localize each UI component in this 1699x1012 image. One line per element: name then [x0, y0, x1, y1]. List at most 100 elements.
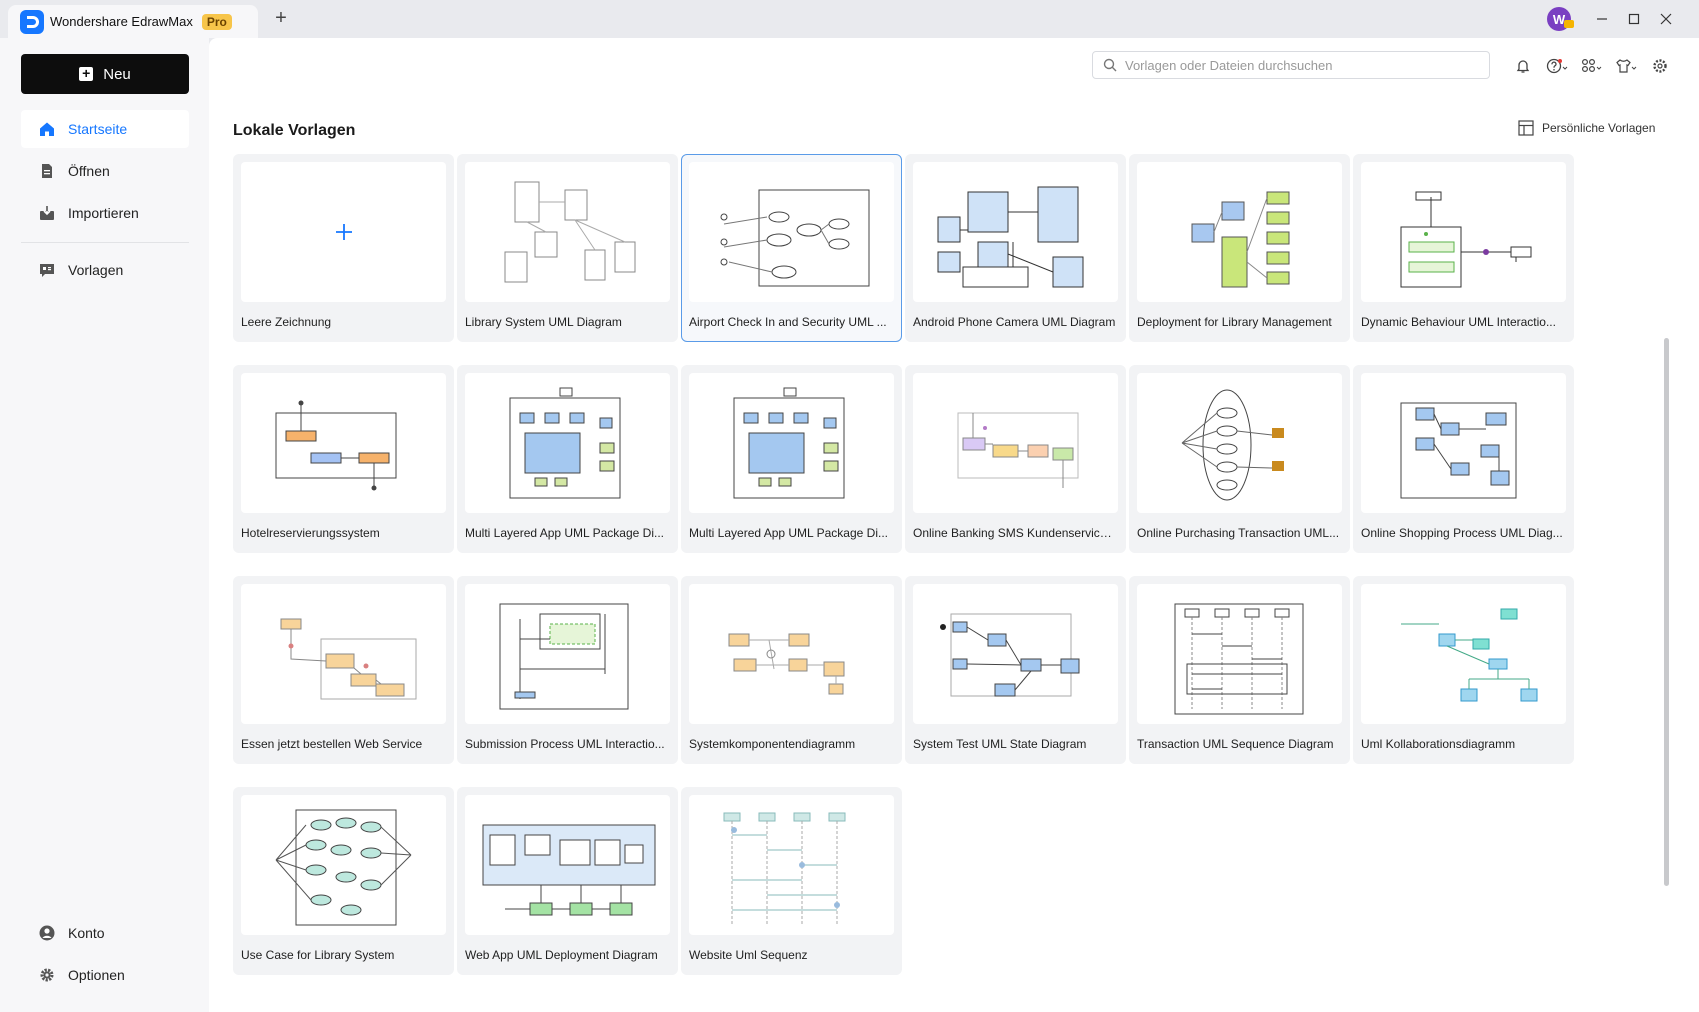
template-card[interactable]: Website Uml Sequenz	[681, 787, 902, 975]
bell-icon	[1516, 60, 1530, 73]
template-card-title: Android Phone Camera UML Diagram	[913, 315, 1116, 329]
template-thumbnail	[689, 373, 894, 513]
personal-templates-link[interactable]: Persönliche Vorlagen	[1518, 120, 1655, 136]
template-thumbnail	[1137, 584, 1342, 724]
template-card[interactable]: Library System UML Diagram	[457, 154, 678, 342]
minimize-button[interactable]	[1592, 9, 1612, 29]
template-card[interactable]: System Test UML State Diagram	[905, 576, 1126, 764]
new-button[interactable]: + Neu	[21, 54, 189, 94]
blank-drawing-card[interactable]: Leere Zeichnung	[233, 154, 454, 342]
template-card-title: Online Shopping Process UML Diag...	[1361, 526, 1563, 540]
template-card[interactable]: Online Shopping Process UML Diag...	[1353, 365, 1574, 553]
template-card-title: Use Case for Library System	[241, 948, 395, 962]
template-card[interactable]: Transaction UML Sequence Diagram	[1129, 576, 1350, 764]
file-icon	[39, 163, 55, 179]
template-card[interactable]: Use Case for Library System	[233, 787, 454, 975]
template-card[interactable]: Deployment for Library Management	[1129, 154, 1350, 342]
template-thumbnail	[913, 584, 1118, 724]
template-card[interactable]: Submission Process UML Interactio...	[457, 576, 678, 764]
template-thumbnail	[1361, 162, 1566, 302]
pro-badge: Pro	[201, 13, 232, 30]
template-card[interactable]: Hotelreservierungssystem	[233, 365, 454, 553]
template-card[interactable]: Online Banking SMS Kundenservice ...	[905, 365, 1126, 553]
template-card[interactable]: Dynamic Behaviour UML Interactio...	[1353, 154, 1574, 342]
maximize-button[interactable]	[1624, 9, 1644, 29]
template-thumbnail	[241, 162, 446, 302]
template-card[interactable]: Multi Layered App UML Package Di...	[457, 365, 678, 553]
settings-button[interactable]	[1649, 55, 1671, 77]
sidebar-item-optionen[interactable]: Optionen	[21, 956, 189, 994]
template-thumbnail	[465, 584, 670, 724]
template-card[interactable]: Web App UML Deployment Diagram	[457, 787, 678, 975]
template-card-title: Airport Check In and Security UML ...	[689, 315, 887, 329]
sidebar-divider	[21, 242, 189, 243]
sidebar-item-vorlagen[interactable]: Vorlagen	[21, 251, 189, 289]
account-icon	[39, 925, 55, 941]
template-card-title: Transaction UML Sequence Diagram	[1137, 737, 1334, 751]
close-icon	[1660, 13, 1672, 25]
template-card-title: Website Uml Sequenz	[689, 948, 808, 962]
new-button-label: Neu	[103, 65, 131, 83]
template-card-title: Submission Process UML Interactio...	[465, 737, 665, 751]
template-card[interactable]: Online Purchasing Transaction UML...	[1129, 365, 1350, 553]
template-card-title: Uml Kollaborationsdiagramm	[1361, 737, 1516, 751]
minimize-icon	[1597, 18, 1607, 20]
sidebar-item-label: Startseite	[68, 121, 128, 137]
template-thumbnail	[465, 162, 670, 302]
personal-templates-label: Persönliche Vorlagen	[1542, 121, 1656, 135]
new-tab-button[interactable]: +	[275, 7, 287, 29]
help-button[interactable]	[1546, 55, 1568, 77]
template-thumbnail	[1137, 373, 1342, 513]
templates-icon	[39, 262, 55, 278]
close-button[interactable]	[1656, 9, 1676, 29]
sidebar-item-label: Optionen	[68, 967, 125, 983]
apps-grid-icon	[1581, 58, 1602, 73]
sidebar-item-oeffnen[interactable]: Öffnen	[21, 152, 189, 190]
template-card-title: Library System UML Diagram	[465, 315, 622, 329]
sidebar-item-label: Konto	[68, 925, 105, 941]
template-thumbnail	[689, 584, 894, 724]
template-card-title: Systemkomponentendiagramm	[689, 737, 856, 751]
help-icon	[1546, 58, 1568, 74]
search-input[interactable]	[1125, 57, 1465, 73]
avatar[interactable]: W	[1547, 7, 1571, 31]
template-card[interactable]: Essen jetzt bestellen Web Service	[233, 576, 454, 764]
apps-button[interactable]	[1581, 55, 1603, 77]
template-thumbnail	[689, 162, 894, 302]
search-icon	[1103, 58, 1117, 72]
search-box[interactable]	[1092, 51, 1490, 79]
template-thumbnail	[241, 795, 446, 935]
template-card[interactable]: Systemkomponentendiagramm	[681, 576, 902, 764]
template-card[interactable]: Airport Check In and Security UML ...	[681, 154, 902, 342]
template-thumbnail	[913, 373, 1118, 513]
template-card-title: Multi Layered App UML Package Di...	[689, 526, 888, 540]
template-thumbnail	[241, 584, 446, 724]
sidebar-item-label: Öffnen	[68, 163, 110, 179]
template-card[interactable]: Android Phone Camera UML Diagram	[905, 154, 1126, 342]
gear-icon	[1653, 59, 1667, 73]
template-thumbnail	[689, 795, 894, 935]
theme-button[interactable]	[1615, 55, 1637, 77]
template-thumbnail	[465, 795, 670, 935]
scrollbar[interactable]	[1664, 338, 1669, 886]
sidebar-item-startseite[interactable]: Startseite	[21, 110, 189, 148]
plus-icon: +	[79, 66, 94, 81]
import-icon	[39, 205, 55, 221]
vip-crown-icon	[1564, 20, 1574, 28]
home-icon	[39, 121, 55, 137]
app-tab[interactable]: Wondershare EdrawMax Pro	[8, 5, 258, 38]
template-card-title: Dynamic Behaviour UML Interactio...	[1361, 315, 1556, 329]
template-card-title: Multi Layered App UML Package Di...	[465, 526, 664, 540]
plus-icon	[335, 224, 352, 240]
sidebar-item-konto[interactable]: Konto	[21, 914, 189, 952]
sidebar-item-importieren[interactable]: Importieren	[21, 194, 189, 232]
template-card[interactable]: Multi Layered App UML Package Di...	[681, 365, 902, 553]
template-card[interactable]: Uml Kollaborationsdiagramm	[1353, 576, 1574, 764]
sidebar-item-label: Importieren	[68, 205, 139, 221]
sidebar-item-label: Vorlagen	[68, 262, 124, 278]
template-thumbnail	[465, 373, 670, 513]
layout-icon	[1518, 120, 1534, 136]
template-card-title: Online Banking SMS Kundenservice ...	[913, 526, 1118, 540]
template-card-title: Deployment for Library Management	[1137, 315, 1332, 329]
bell-button[interactable]	[1512, 55, 1534, 77]
